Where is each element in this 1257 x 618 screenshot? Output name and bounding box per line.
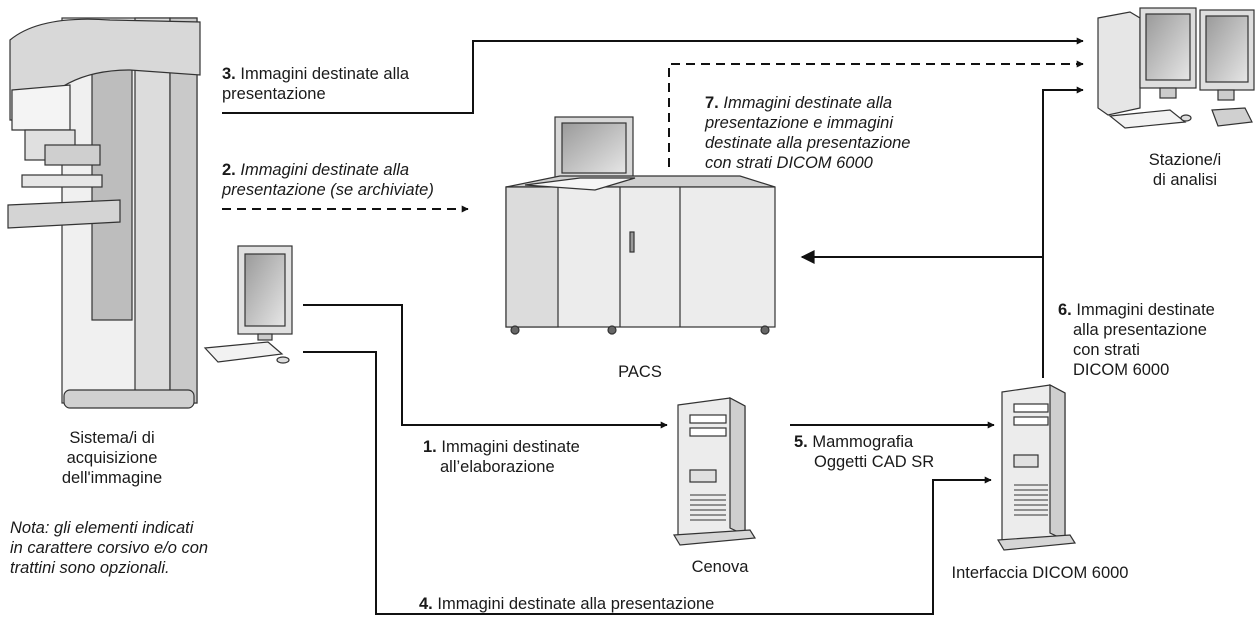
flow-6-label: 6. Immagini destinate alla presentazione… — [1058, 300, 1215, 380]
flow-text: Immagini destinate alla — [240, 65, 410, 83]
pacs-label: PACS — [618, 363, 662, 381]
flow-text: DICOM 6000 — [1073, 361, 1170, 379]
flow-text: alla presentazione — [1073, 321, 1207, 339]
review-station-label: Stazione/i di analisi — [1125, 150, 1245, 190]
flow-number: 1. — [423, 438, 437, 456]
flow-text: Oggetti CAD SR — [814, 453, 935, 471]
flow-1-line — [303, 304, 668, 429]
review-station-icon — [1097, 7, 1255, 129]
note-line: trattini sono opzionali. — [10, 559, 170, 577]
note-line: in carattere corsivo e/o con — [10, 539, 209, 557]
cenova-label: Cenova — [691, 558, 749, 576]
mammography-system-icon — [7, 17, 201, 409]
flow-text: Immagini destinate alla presentazione — [437, 595, 715, 613]
flow-1-label: 1. Immagini destinate all’elaborazione — [423, 437, 580, 477]
flow-4-label: 4. Immagini destinate alla presentazione — [419, 594, 714, 614]
flow-number: 7. — [705, 94, 719, 112]
flow-3-line — [222, 37, 1084, 114]
flow-number: 3. — [222, 65, 236, 83]
flow-3-label: 3. Immagini destinate alla presentazione — [222, 64, 409, 104]
flow-7-line — [668, 60, 1084, 167]
note-line: Nota: gli elementi indicati — [10, 519, 194, 537]
flow-text: con strati DICOM 6000 — [705, 154, 873, 172]
flow-2-label: 2. Immagini destinate alla presentazione… — [222, 160, 434, 200]
acquisition-label-line: dell'immagine — [61, 469, 163, 487]
optional-elements-note: Nota: gli elementi indicati in carattere… — [10, 518, 208, 578]
flow-text: presentazione — [222, 85, 326, 103]
cenova-server-icon — [672, 397, 757, 546]
flow-text: Immagini destinate alla — [723, 94, 893, 112]
flow-number: 6. — [1058, 301, 1072, 319]
flow-text: con strati — [1073, 341, 1140, 359]
pacs-server-icon — [505, 116, 776, 335]
dicom-interface-server-icon — [996, 384, 1077, 551]
flow-text: Immagini destinate — [441, 438, 580, 456]
review-station-label-line: di analisi — [1152, 171, 1218, 189]
acquisition-label-line: acquisizione — [66, 449, 158, 467]
review-station-label-line: Stazione/i — [1148, 151, 1222, 169]
flow-6-line — [1042, 86, 1084, 378]
acquisition-workstation-icon — [203, 245, 293, 364]
flow-number: 2. — [222, 161, 236, 179]
flow-5-label: 5. Mammografia Oggetti CAD SR — [794, 432, 934, 472]
flow-text: Immagini destinate — [1076, 301, 1215, 319]
flow-text: Mammografia — [812, 433, 914, 451]
flow-4-line — [303, 351, 992, 615]
flow-text: presentazione e immagini — [705, 114, 894, 132]
dicom-interface-label: Interfaccia DICOM 6000 — [951, 564, 1129, 582]
acquisition-label-line: Sistema/i di — [69, 429, 155, 447]
flow-number: 4. — [419, 595, 433, 613]
flow-text: presentazione (se archiviate) — [222, 181, 434, 199]
flow-text: all’elaborazione — [440, 458, 555, 476]
acquisition-system-label: Sistema/i di acquisizione dell'immagine — [42, 428, 182, 488]
flow-number: 5. — [794, 433, 808, 451]
flow-text: destinate alla presentazione — [705, 134, 911, 152]
flow-text: Immagini destinate alla — [240, 161, 410, 179]
flow-7-label: 7. Immagini destinate alla presentazione… — [705, 93, 910, 173]
